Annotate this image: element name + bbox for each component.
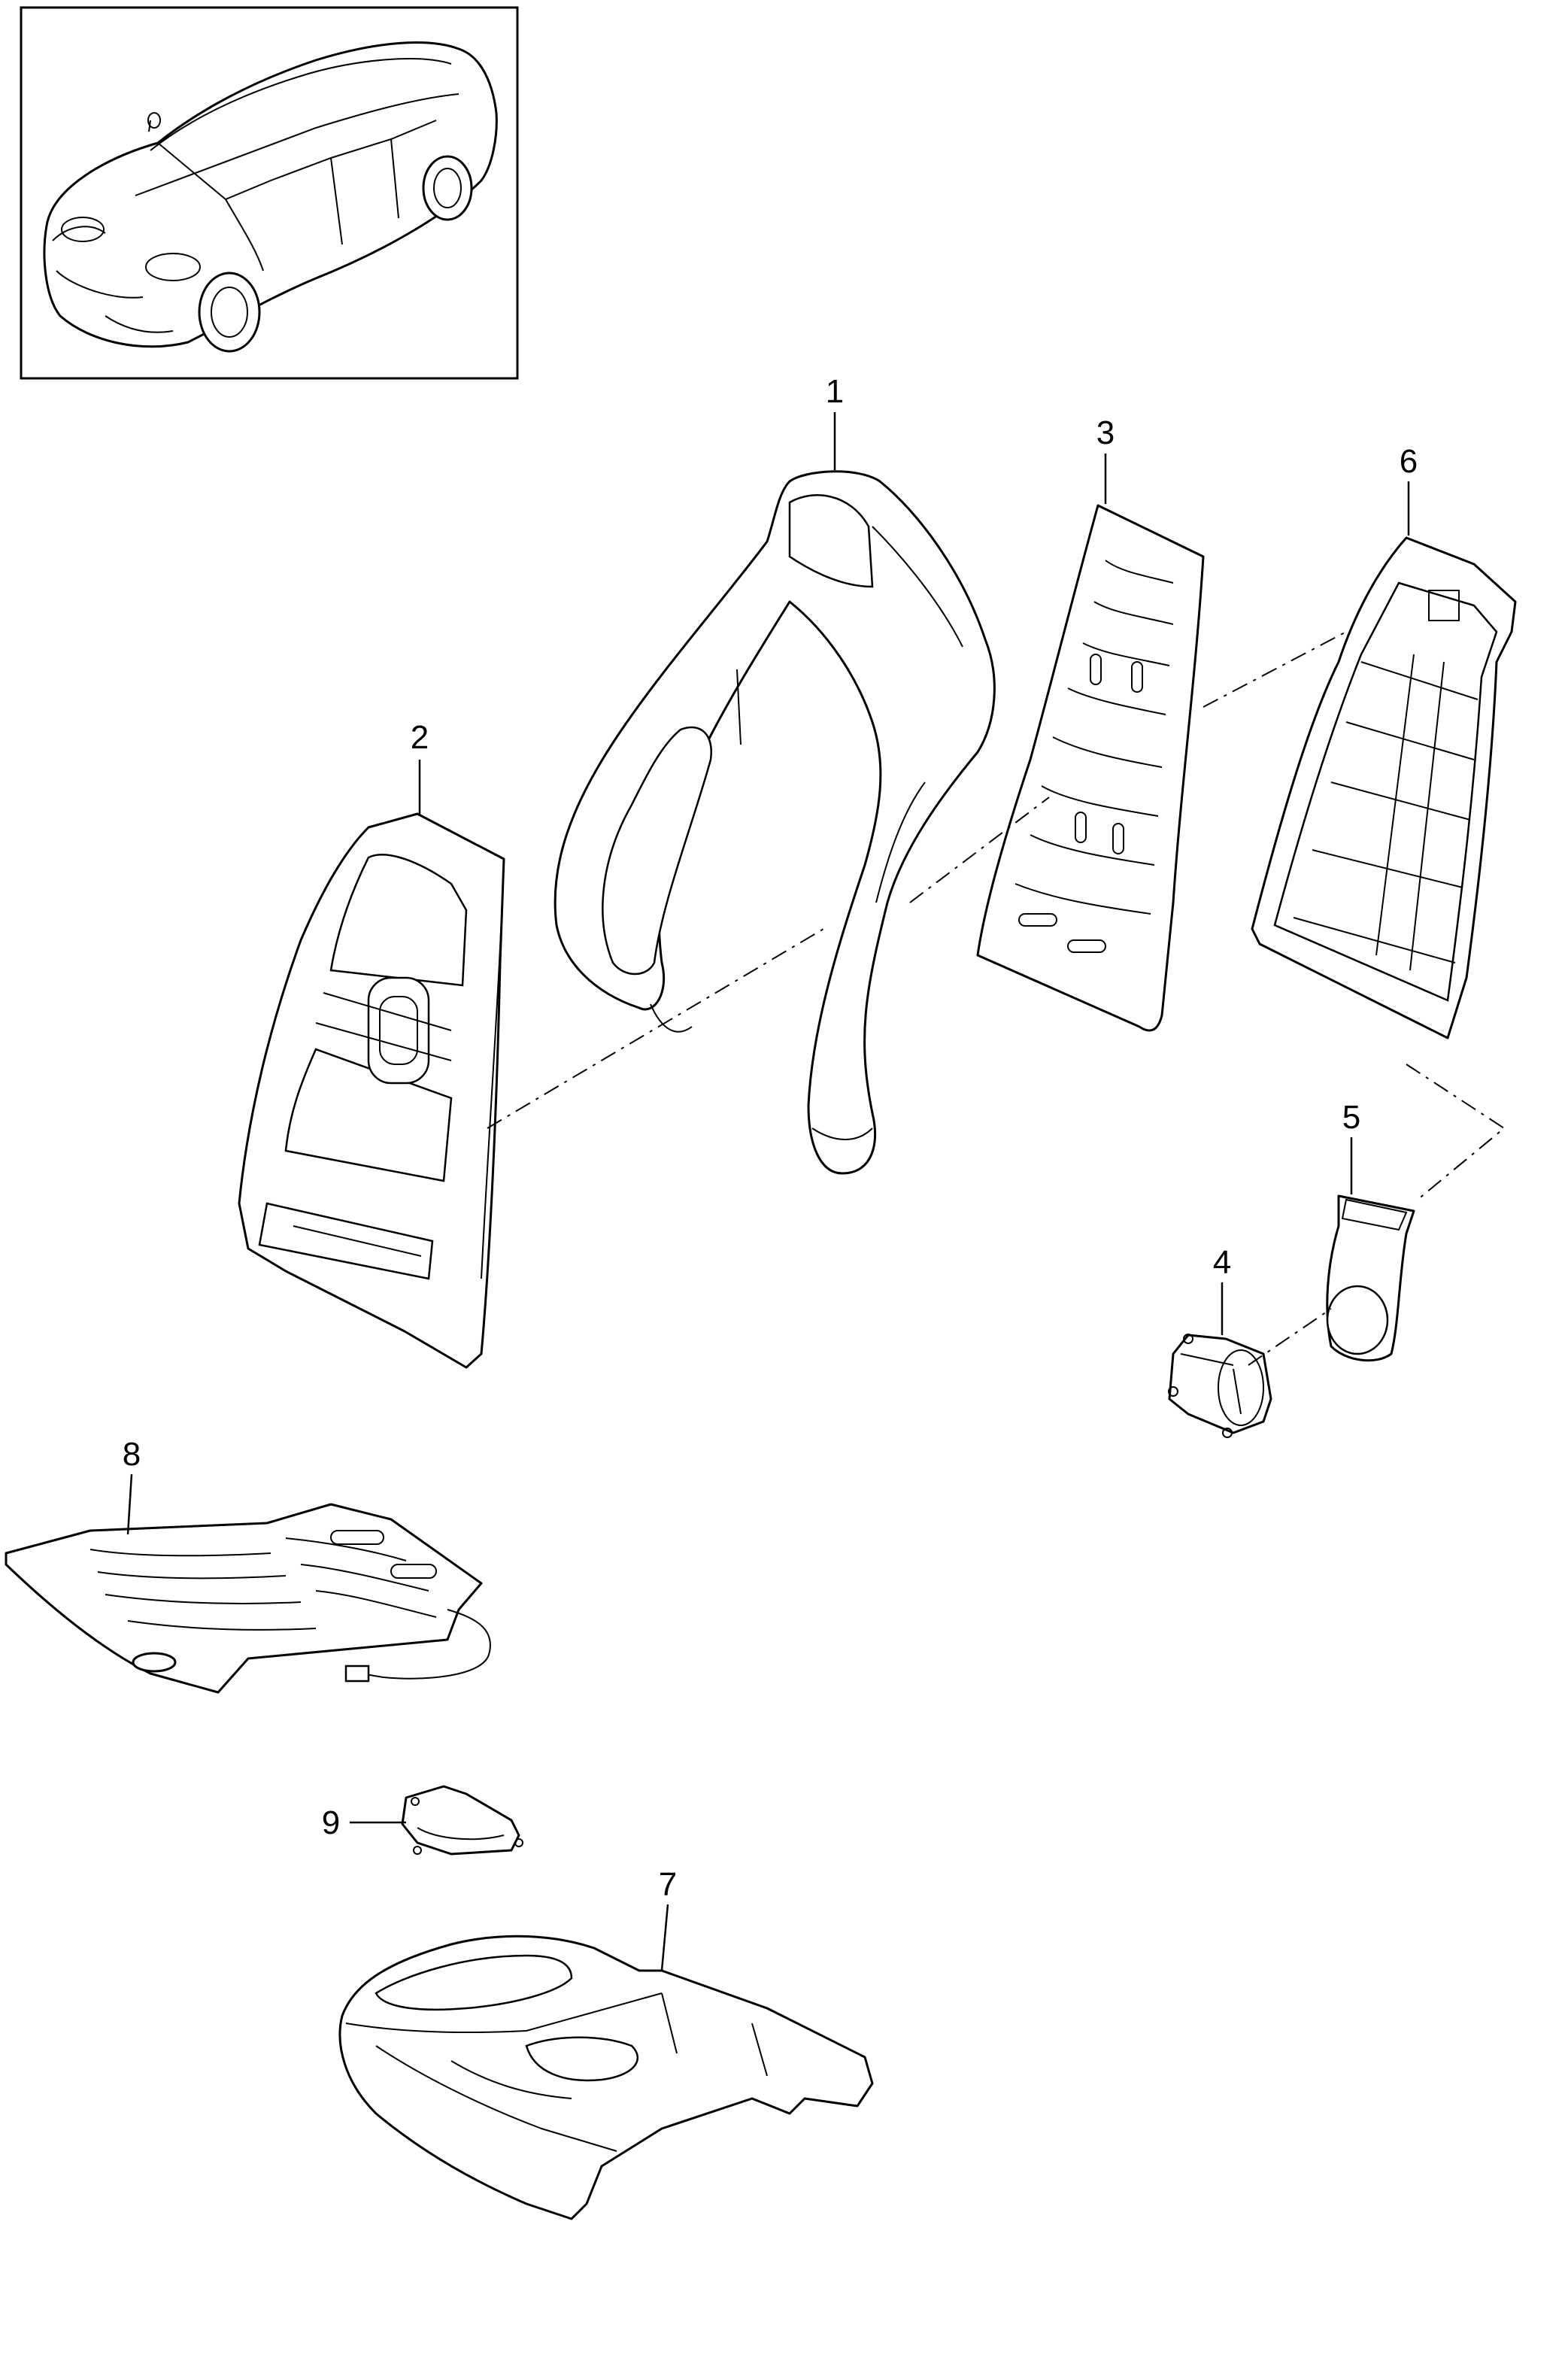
callout-6: 6 bbox=[1400, 443, 1418, 536]
vehicle-overview-inset bbox=[20, 6, 519, 380]
callout-5: 5 bbox=[1342, 1099, 1360, 1194]
callout-number: 3 bbox=[1096, 414, 1115, 451]
callout-7: 7 bbox=[659, 1866, 677, 1971]
assembly-lines bbox=[487, 631, 1506, 1366]
callout-number: 8 bbox=[123, 1436, 141, 1473]
callout-9: 9 bbox=[322, 1804, 406, 1841]
part-8-cushion-spring-mat bbox=[5, 1503, 491, 1694]
callout-4: 4 bbox=[1213, 1244, 1231, 1335]
cushion-mat-slots bbox=[89, 1530, 437, 1631]
callouts: 1 2 3 4 5 6 7 8 bbox=[123, 373, 1418, 1971]
callout-number: 7 bbox=[659, 1866, 677, 1903]
part-7-seat-cushion-pad bbox=[338, 1935, 874, 2220]
part-3-spring-mat bbox=[976, 504, 1205, 1032]
part-9-cushion-motor bbox=[401, 1785, 523, 1856]
part-5-bracket bbox=[1326, 1194, 1415, 1362]
callout-number: 6 bbox=[1400, 443, 1418, 480]
callout-8: 8 bbox=[123, 1436, 141, 1535]
callout-number: 4 bbox=[1213, 1244, 1231, 1281]
callout-number: 5 bbox=[1342, 1099, 1360, 1136]
callout-1: 1 bbox=[826, 373, 844, 470]
callout-3: 3 bbox=[1096, 414, 1115, 504]
part-2-backrest-panel bbox=[238, 812, 505, 1369]
callout-number: 9 bbox=[322, 1804, 340, 1841]
callout-2: 2 bbox=[411, 719, 429, 816]
part-4-lumbar-motor bbox=[1168, 1334, 1272, 1438]
callout-number: 2 bbox=[411, 719, 429, 756]
part-1-backrest-padding bbox=[554, 470, 996, 1175]
car-illustration bbox=[43, 41, 498, 353]
frame-grid bbox=[1293, 654, 1479, 971]
part-6-backrest-frame bbox=[1251, 536, 1517, 1039]
spring-mat-slots bbox=[1014, 560, 1174, 953]
callout-number: 1 bbox=[826, 373, 844, 410]
